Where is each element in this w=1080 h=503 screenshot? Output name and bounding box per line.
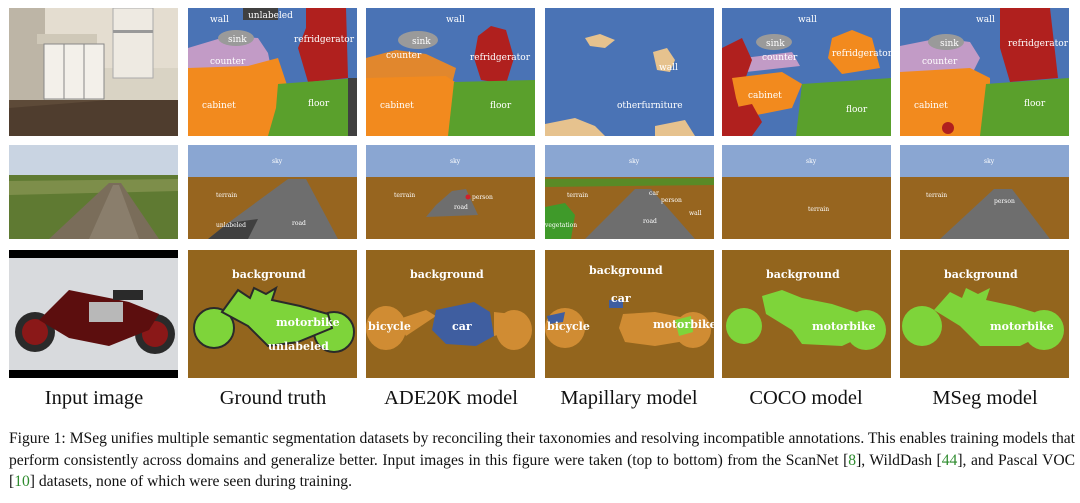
seg-label: unlabeled [268, 340, 329, 353]
mseg-kitchen: wall sink counter refridgerator cabinet … [900, 8, 1069, 136]
coco-motorbike: background motorbike [722, 250, 891, 378]
seg-label: wall [446, 15, 465, 25]
column-label-mapillary: Mapillary model [560, 387, 698, 409]
citation-link[interactable]: 8 [848, 451, 857, 469]
seg-label: cabinet [748, 91, 782, 101]
seg-label: refridgerator [832, 49, 891, 59]
seg-label: wall [976, 15, 995, 25]
seg-label: road [454, 204, 468, 211]
seg-label: floor [846, 105, 868, 115]
figure-caption: Figure 1: MSeg unifies multiple semantic… [9, 428, 1075, 493]
seg-label: terrain [808, 206, 829, 213]
seg-label: sink [940, 39, 959, 49]
seg-label: counter [386, 51, 422, 61]
seg-label: terrain [394, 192, 415, 199]
column-label-groundtruth: Ground truth [219, 387, 327, 409]
caption-text: ], and Pascal VOC [ [9, 451, 1075, 491]
seg-label: wall [210, 15, 229, 25]
seg-label: car [649, 190, 659, 197]
seg-label: sink [412, 37, 431, 47]
seg-label: person [994, 198, 1015, 205]
citation-link[interactable]: 44 [941, 451, 958, 469]
seg-label: refridgerator [294, 35, 355, 45]
seg-label: person [472, 194, 493, 201]
ade20k-road: sky terrain person road [366, 145, 535, 239]
seg-label: background [944, 268, 1018, 281]
seg-label: cabinet [202, 101, 236, 111]
seg-label: vegetation [545, 222, 577, 229]
seg-label: counter [762, 53, 798, 63]
seg-label: sky [272, 158, 283, 165]
seg-label: terrain [926, 192, 947, 199]
column-label-coco: COCO model [749, 387, 863, 409]
ground-truth-motorbike: background motorbike unlabeled [188, 250, 357, 378]
seg-label: terrain [567, 192, 588, 199]
seg-label: sky [450, 158, 461, 165]
seg-label: wall [689, 210, 702, 217]
seg-label: refridgerator [470, 53, 531, 63]
seg-label: floor [1024, 99, 1046, 109]
seg-label: car [452, 320, 472, 333]
seg-label: sink [766, 39, 785, 49]
coco-kitchen: wall sink counter refridgerator cabinet … [722, 8, 891, 136]
caption-text: ], WildDash [ [856, 451, 942, 469]
seg-label: motorbike [653, 318, 714, 331]
mapillary-road: sky terrain car person wall road vegetat… [545, 145, 714, 239]
column-label-ade20k: ADE20K model [384, 387, 518, 409]
seg-label: cabinet [380, 101, 414, 111]
citation-link[interactable]: 10 [14, 473, 30, 490]
seg-label: sky [806, 158, 817, 165]
input-image-motorbike [9, 250, 178, 378]
coco-road: sky terrain [722, 145, 891, 239]
seg-label: refridgerator [1008, 39, 1069, 49]
seg-label: car [611, 292, 631, 305]
mapillary-kitchen: wall otherfurniture [545, 8, 714, 136]
seg-label: motorbike [990, 320, 1054, 333]
caption-text: Figure 1: MSeg unifies multiple semantic… [9, 430, 1075, 469]
seg-label: background [766, 268, 840, 281]
seg-label: sky [629, 158, 640, 165]
seg-label: road [292, 220, 306, 227]
seg-label: sink [228, 35, 247, 45]
column-label-mseg: MSeg model [932, 387, 1038, 409]
seg-label: counter [210, 57, 246, 67]
ground-truth-road: sky terrain road unlabeled [188, 145, 357, 239]
ade20k-kitchen: wall sink counter refridgerator cabinet … [366, 8, 535, 136]
caption-text: ] datasets, none of which were seen duri… [29, 473, 352, 490]
mapillary-motorbike: background car bicycle motorbike [545, 250, 714, 378]
input-image-road [9, 145, 178, 239]
seg-label: wall [798, 15, 817, 25]
seg-label: floor [490, 101, 512, 111]
ground-truth-kitchen: wall unlabeled sink refridgerator counte… [188, 8, 357, 136]
mseg-road: sky terrain person [900, 145, 1069, 239]
seg-label: cabinet [914, 101, 948, 111]
seg-label: person [661, 197, 682, 204]
seg-label: counter [922, 57, 958, 67]
seg-label: unlabeled [216, 222, 246, 229]
seg-label: motorbike [276, 316, 340, 329]
seg-label: background [232, 268, 306, 281]
ade20k-motorbike: background bicycle car [366, 250, 535, 378]
seg-label: background [410, 268, 484, 281]
seg-label: wall [659, 63, 678, 73]
seg-label: road [643, 218, 657, 225]
seg-label: terrain [216, 192, 237, 199]
mseg-motorbike: background motorbike [900, 250, 1069, 378]
seg-label: bicycle [547, 320, 590, 333]
seg-label: unlabeled [248, 11, 293, 21]
seg-label: motorbike [812, 320, 876, 333]
seg-label: bicycle [368, 320, 411, 333]
seg-label: background [589, 264, 663, 277]
input-image-kitchen [9, 8, 178, 136]
seg-label: sky [984, 158, 995, 165]
column-label-input: Input image [44, 387, 144, 409]
seg-label: floor [308, 99, 330, 109]
seg-label: otherfurniture [617, 101, 683, 111]
